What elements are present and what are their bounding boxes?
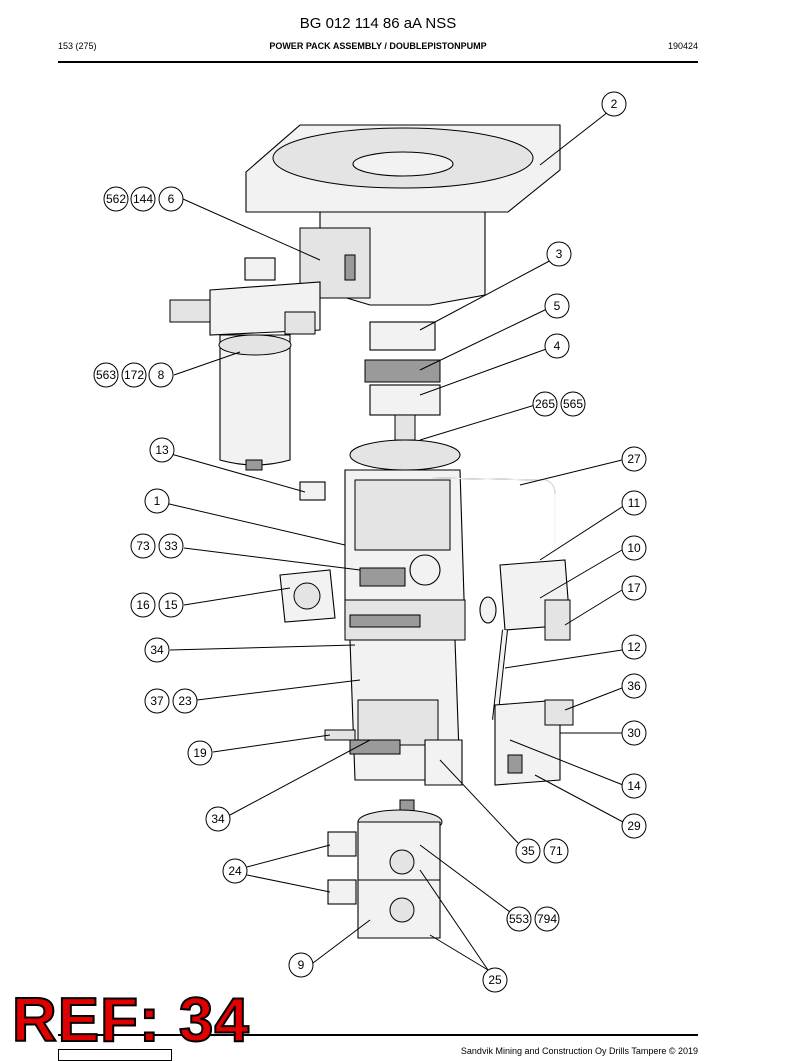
svg-text:265: 265 bbox=[535, 397, 555, 411]
date-code: 190424 bbox=[667, 41, 698, 51]
svg-text:794: 794 bbox=[537, 912, 557, 926]
callout-14: 14 bbox=[621, 773, 647, 799]
svg-text:16: 16 bbox=[136, 598, 150, 612]
svg-text:8: 8 bbox=[158, 368, 165, 382]
callout-34-upper: 34 bbox=[144, 637, 170, 663]
callout-4: 4 bbox=[544, 333, 570, 359]
callout-24: 24 bbox=[222, 858, 248, 884]
svg-text:30: 30 bbox=[627, 726, 641, 740]
callout-33: 33 bbox=[158, 533, 184, 559]
callout-34-lower: 34 bbox=[205, 806, 231, 832]
svg-text:5: 5 bbox=[554, 299, 561, 313]
svg-text:9: 9 bbox=[298, 958, 305, 972]
svg-text:34: 34 bbox=[211, 812, 225, 826]
svg-text:562: 562 bbox=[106, 192, 126, 206]
callout-144: 144 bbox=[130, 186, 156, 212]
callout-553: 553 bbox=[506, 906, 532, 932]
svg-text:6: 6 bbox=[168, 192, 175, 206]
svg-text:2: 2 bbox=[611, 97, 618, 111]
callout-3: 3 bbox=[546, 241, 572, 267]
callout-1: 1 bbox=[144, 488, 170, 514]
callout-71: 71 bbox=[543, 838, 569, 864]
callout-10: 10 bbox=[621, 535, 647, 561]
svg-text:13: 13 bbox=[155, 443, 169, 457]
document-title: BG 012 114 86 aA NSS bbox=[299, 15, 457, 32]
adapter-part bbox=[327, 831, 357, 905]
callout-11: 11 bbox=[621, 490, 647, 516]
svg-text:33: 33 bbox=[164, 539, 178, 553]
callout-2: 2 bbox=[601, 91, 627, 117]
svg-text:34: 34 bbox=[150, 643, 164, 657]
leader-lines bbox=[164, 111, 626, 971]
coupling-part bbox=[364, 321, 441, 441]
callout-29: 29 bbox=[621, 813, 647, 839]
svg-text:29: 29 bbox=[627, 819, 641, 833]
svg-text:37: 37 bbox=[150, 694, 164, 708]
callout-19: 19 bbox=[187, 740, 213, 766]
section-title: POWER PACK ASSEMBLY / DOUBLEPISTONPUMP bbox=[269, 41, 487, 51]
callout-12: 12 bbox=[621, 634, 647, 660]
svg-text:71: 71 bbox=[549, 844, 563, 858]
gear-pump-part bbox=[357, 799, 443, 939]
callout-17: 17 bbox=[621, 575, 647, 601]
flange-part bbox=[245, 124, 561, 306]
callout-13: 13 bbox=[149, 437, 175, 463]
callout-25: 25 bbox=[482, 967, 508, 993]
callout-563: 563 bbox=[93, 362, 119, 388]
callout-73: 73 bbox=[130, 533, 156, 559]
svg-text:11: 11 bbox=[628, 496, 641, 510]
lower-pump-part bbox=[324, 639, 463, 786]
callout-37: 37 bbox=[144, 688, 170, 714]
svg-text:1: 1 bbox=[154, 494, 161, 508]
svg-text:73: 73 bbox=[136, 539, 150, 553]
callout-15: 15 bbox=[158, 592, 184, 618]
svg-text:27: 27 bbox=[627, 452, 641, 466]
callout-562: 562 bbox=[103, 186, 129, 212]
filter-part bbox=[169, 257, 321, 471]
solenoid-valve-part bbox=[494, 699, 574, 786]
callout-6: 6 bbox=[158, 186, 184, 212]
callout-35: 35 bbox=[515, 838, 541, 864]
pump-body-part bbox=[279, 439, 466, 641]
svg-text:144: 144 bbox=[133, 192, 153, 206]
svg-text:4: 4 bbox=[554, 339, 561, 353]
callout-172: 172 bbox=[121, 362, 147, 388]
svg-text:23: 23 bbox=[178, 694, 192, 708]
callout-8: 8 bbox=[148, 362, 174, 388]
svg-text:19: 19 bbox=[193, 746, 207, 760]
callout-794: 794 bbox=[534, 906, 560, 932]
callout-5: 5 bbox=[544, 293, 570, 319]
callout-36: 36 bbox=[621, 673, 647, 699]
callout-23: 23 bbox=[172, 688, 198, 714]
plug-part bbox=[299, 481, 326, 501]
header-rule bbox=[58, 61, 698, 63]
callout-9: 9 bbox=[288, 952, 314, 978]
svg-text:25: 25 bbox=[488, 973, 502, 987]
callout-27: 27 bbox=[621, 446, 647, 472]
callout-565: 565 bbox=[560, 391, 586, 417]
svg-text:10: 10 bbox=[627, 541, 641, 555]
svg-text:36: 36 bbox=[627, 679, 641, 693]
callout-30: 30 bbox=[621, 720, 647, 746]
footer-copyright: Sandvik Mining and Construction Oy Drill… bbox=[460, 1046, 698, 1056]
callout-16: 16 bbox=[130, 592, 156, 618]
callout-265: 265 bbox=[532, 391, 558, 417]
svg-text:17: 17 bbox=[627, 581, 641, 595]
svg-text:553: 553 bbox=[509, 912, 529, 926]
svg-text:172: 172 bbox=[124, 368, 144, 382]
svg-text:563: 563 bbox=[96, 368, 116, 382]
logo-box bbox=[58, 1049, 172, 1061]
footer-rule bbox=[58, 1034, 698, 1036]
svg-text:3: 3 bbox=[556, 247, 563, 261]
svg-text:14: 14 bbox=[627, 779, 641, 793]
ref-overlay-label: REF: 34 bbox=[11, 985, 250, 1056]
svg-text:24: 24 bbox=[228, 864, 242, 878]
svg-text:35: 35 bbox=[521, 844, 535, 858]
svg-text:565: 565 bbox=[563, 397, 583, 411]
page-number: 153 (275) bbox=[58, 41, 97, 51]
valve-block-part bbox=[479, 559, 571, 641]
svg-text:12: 12 bbox=[627, 640, 641, 654]
svg-text:15: 15 bbox=[164, 598, 178, 612]
